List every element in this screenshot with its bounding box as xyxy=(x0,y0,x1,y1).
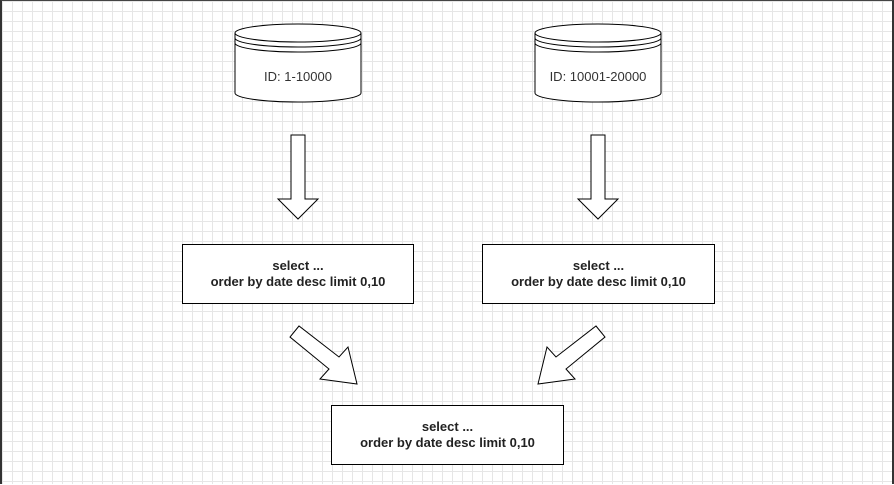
query-order-text: order by date desc limit 0,10 xyxy=(360,435,535,450)
shard-query-box-right: select ... order by date desc limit 0,10 xyxy=(482,244,715,304)
query-select-text: select ... xyxy=(272,258,324,273)
query-order-text: order by date desc limit 0,10 xyxy=(210,274,386,289)
query-order-text: order by date desc limit 0,10 xyxy=(511,274,686,289)
diagonal-arrow-left xyxy=(289,325,358,385)
merge-query-box: select ... order by date desc limit 0,10 xyxy=(331,405,564,465)
database-cylinder-right xyxy=(534,23,662,103)
database-cylinder-left xyxy=(234,23,362,103)
shard-query-box-left: select ... order by date desc limit 0,10 xyxy=(182,244,414,304)
down-arrow-right xyxy=(576,134,620,220)
diagonal-arrow-right xyxy=(537,325,606,385)
query-select-text: select ... xyxy=(572,258,625,273)
query-select-text: select ... xyxy=(421,419,474,434)
down-arrow-left xyxy=(276,134,320,220)
database-label-right: ID: 10001-20000 xyxy=(549,69,647,84)
database-label-left: ID: 1-10000 xyxy=(264,69,332,84)
